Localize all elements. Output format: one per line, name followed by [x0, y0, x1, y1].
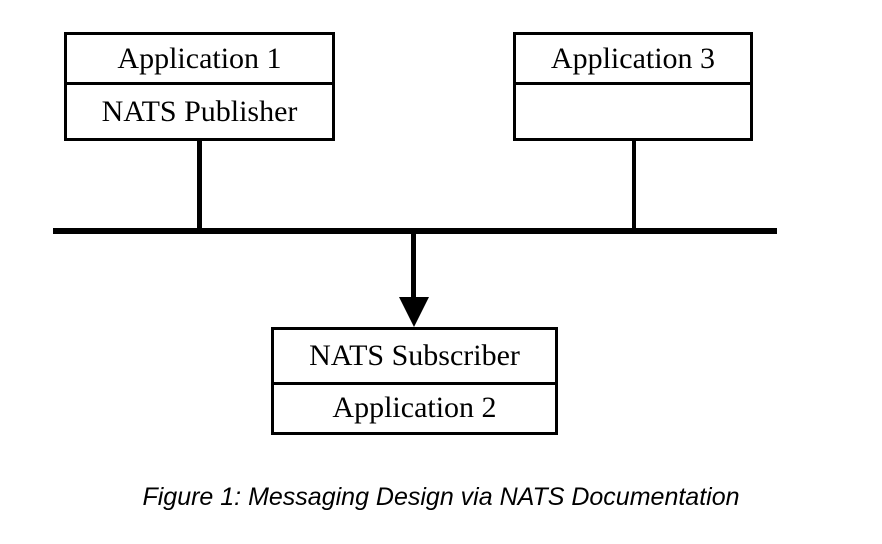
arrow-bus-to-subscriber-shaft [411, 232, 416, 300]
node-application-1-title: Application 1 [117, 41, 282, 75]
figure-caption: Figure 1: Messaging Design via NATS Docu… [142, 483, 740, 511]
node-application-3-title: Application 3 [550, 41, 716, 75]
node-application-2: NATS Subscriber Application 2 [271, 327, 558, 435]
connector-application-1-to-bus [197, 140, 202, 232]
node-application-3-subtitle [516, 82, 750, 138]
arrow-bus-to-subscriber-head [399, 297, 429, 327]
node-application-2-subtitle: Application 2 [274, 381, 555, 432]
connector-application-3-to-bus [632, 140, 636, 232]
node-application-1: Application 1 NATS Publisher [64, 32, 335, 141]
message-bus-line [53, 228, 777, 234]
node-application-1-subtitle: NATS Publisher [67, 82, 332, 138]
node-application-2-title: NATS Subscriber [309, 338, 520, 372]
node-application-3: Application 3 [513, 32, 753, 141]
